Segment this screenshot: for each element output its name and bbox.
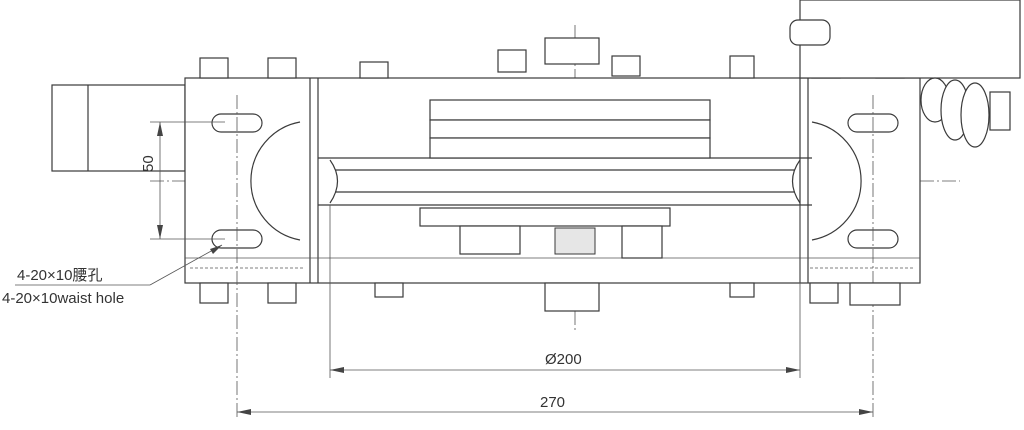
left-mount-block	[51, 84, 186, 172]
dimension-200	[329, 205, 801, 378]
waist-hole-leader	[15, 244, 223, 286]
dimension-270	[237, 409, 873, 415]
right-arc-cutout	[811, 121, 862, 241]
dimension-200-label: Ø200	[545, 351, 582, 368]
waist-holes	[211, 95, 899, 420]
dimension-270-label: 270	[540, 394, 566, 411]
lower-plate	[419, 207, 671, 227]
left-arc-cutout	[250, 121, 301, 241]
waist-hole-label-cn: 4-20×10腰孔	[17, 267, 103, 284]
upper-plate	[429, 99, 711, 121]
waist-hole-label-en: 4-20×10waist hole	[2, 290, 125, 307]
dimension-50-label: 50	[140, 155, 157, 172]
spring-assembly	[789, 0, 1021, 148]
dimension-50	[150, 121, 225, 240]
